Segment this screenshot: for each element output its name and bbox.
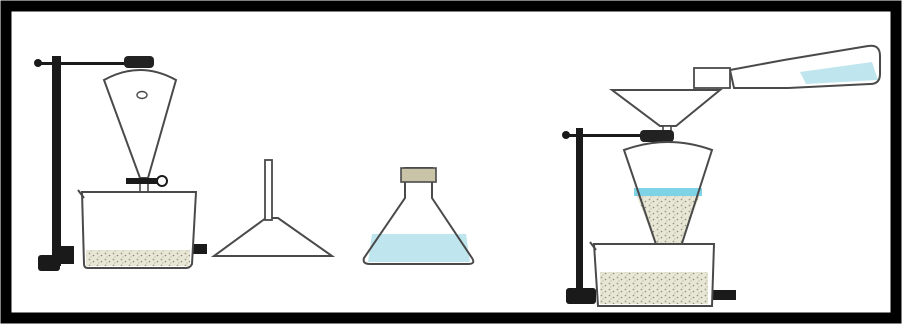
clamp-knob — [34, 59, 42, 67]
stand-base — [38, 255, 60, 271]
beaker-sediment — [86, 250, 190, 266]
beaker-with-solid — [78, 190, 196, 268]
beaker-sediment — [600, 272, 708, 304]
clamp-head — [640, 130, 674, 142]
stand-foot-right — [712, 290, 736, 300]
stand-base-foot — [60, 246, 74, 264]
stand-base — [566, 288, 596, 304]
glass-funnel-stem — [265, 160, 272, 220]
stand-rod — [576, 128, 583, 304]
sep-funnel-stopper — [137, 92, 147, 99]
clamp-knob — [562, 131, 570, 139]
beaker-with-solid — [590, 242, 714, 306]
flask-liquid — [368, 234, 470, 262]
clamp-head — [124, 56, 154, 68]
sep-funnel-liquid-layer — [634, 188, 702, 196]
flask-stopper — [401, 168, 436, 182]
stand-rod — [52, 56, 61, 266]
tilted-flask-neck — [694, 68, 730, 88]
